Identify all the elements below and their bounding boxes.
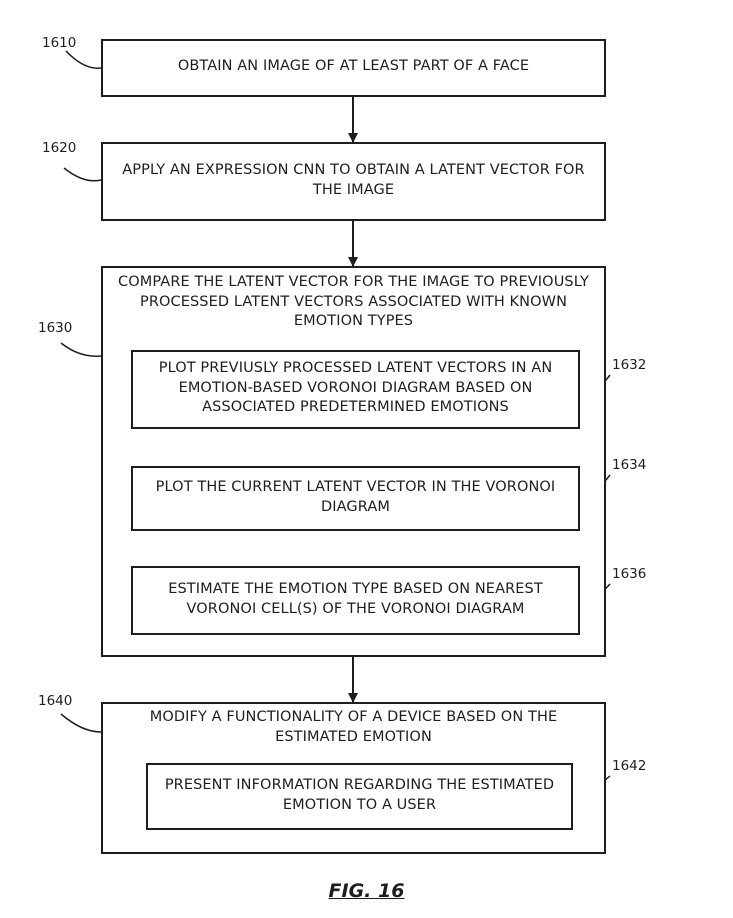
ref-1610: 1610 [42, 35, 77, 51]
step-1642-text: PRESENT INFORMATION REGARDING THE ESTIMA… [164, 777, 555, 813]
step-1620-text: APPLY AN EXPRESSION CNN TO OBTAIN A LATE… [122, 162, 585, 198]
ref-1630: 1630 [38, 320, 73, 336]
step-1620-box [101, 142, 606, 221]
leader-1610 [65, 50, 102, 69]
step-1634-box [131, 466, 580, 531]
ref-1632: 1632 [612, 357, 647, 373]
step-1632-box [131, 350, 580, 429]
step-1630-text: COMPARE THE LATENT VECTOR FOR THE IMAGE … [118, 274, 589, 329]
ref-1636: 1636 [612, 566, 647, 582]
ref-1634: 1634 [612, 457, 647, 473]
step-1642-box [146, 763, 573, 830]
ref-1642: 1642 [612, 758, 647, 774]
step-1610-box [101, 39, 606, 97]
step-1640-text: MODIFY A FUNCTIONALITY OF A DEVICE BASED… [149, 709, 558, 745]
step-1634-text: PLOT THE CURRENT LATENT VECTOR IN THE VO… [155, 479, 556, 515]
ref-1640: 1640 [38, 693, 73, 709]
leader-1630 [60, 342, 102, 357]
step-1636-text: ESTIMATE THE EMOTION TYPE BASED ON NEARE… [168, 581, 543, 617]
leader-1640 [60, 713, 102, 733]
figure-label: FIG. 16 [328, 880, 405, 902]
step-1636-box [131, 566, 580, 635]
ref-1620: 1620 [42, 140, 77, 156]
leader-1620 [63, 167, 102, 182]
step-1632-text: PLOT PREVIUSLY PROCESSED LATENT VECTORS … [158, 360, 553, 415]
step-1610-text: OBTAIN AN IMAGE OF AT LEAST PART OF A FA… [177, 58, 530, 74]
